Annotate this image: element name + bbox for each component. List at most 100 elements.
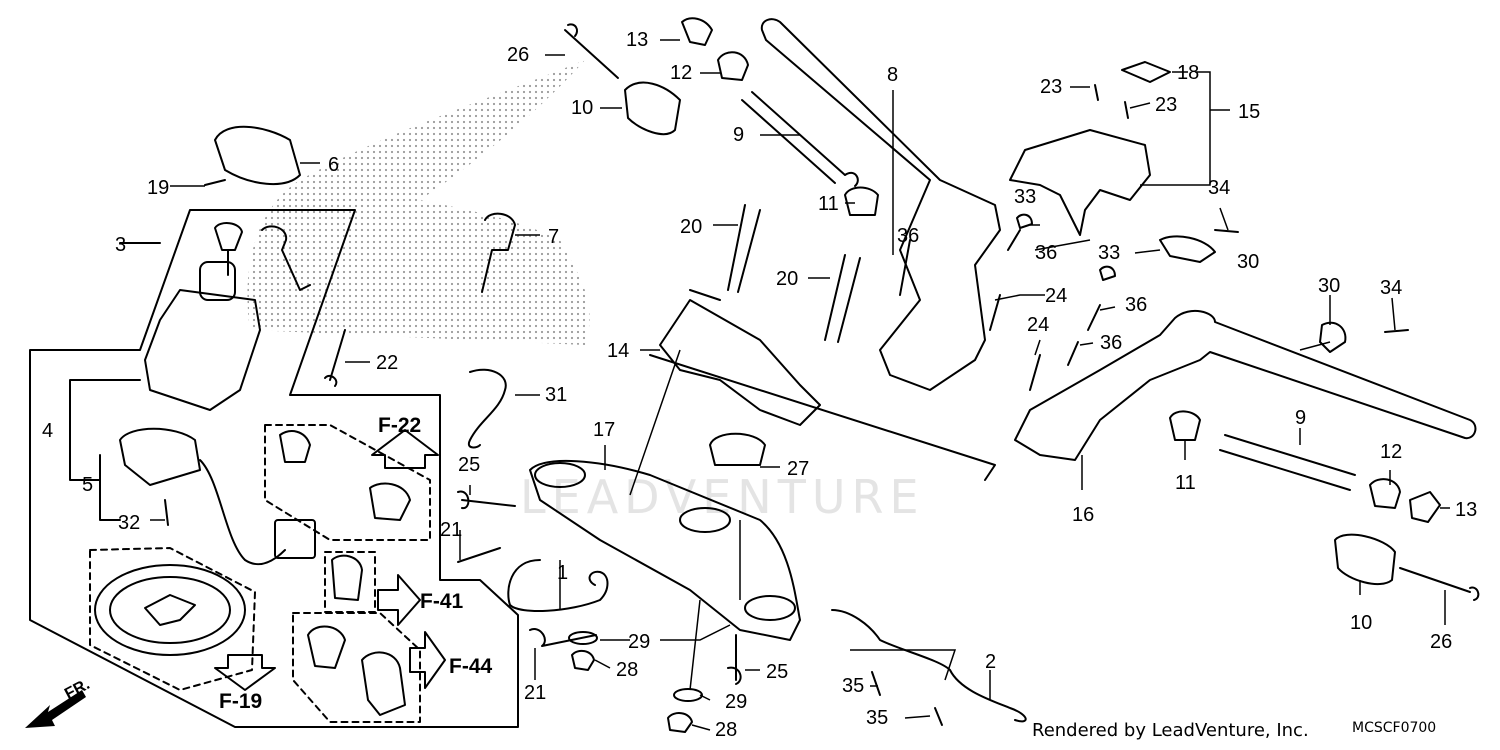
ref-f44[interactable]: F-44 — [449, 655, 493, 678]
callout-25-a[interactable]: 25 — [458, 454, 481, 476]
part-29-washer-b — [673, 688, 703, 702]
part-key-a — [214, 222, 243, 276]
callout-11-bottom[interactable]: 11 — [1175, 472, 1196, 494]
part-36-bolt-a — [899, 239, 911, 296]
callout-16[interactable]: 16 — [1072, 504, 1095, 526]
part-3-ignition-switch — [144, 289, 261, 411]
callout-1[interactable]: 1 — [557, 562, 569, 584]
fr-arrow — [25, 690, 86, 728]
part-19-screw — [204, 179, 226, 186]
part-22-bolt — [324, 329, 346, 387]
part-26-bolt-lower — [1399, 567, 1480, 601]
part-26-bolt — [564, 23, 619, 79]
callout-13-top[interactable]: 13 — [626, 29, 649, 51]
callout-19[interactable]: 19 — [147, 177, 170, 199]
callout-12-bottom[interactable]: 12 — [1380, 441, 1403, 463]
callout-31[interactable]: 31 — [545, 384, 568, 406]
part-35-bolt-b — [934, 707, 943, 726]
watermark: LEADVENTURE — [520, 470, 925, 524]
honda-wing-emblem — [247, 60, 590, 345]
credit-text: Rendered by LeadVenture, Inc. — [1032, 720, 1309, 741]
part-17-top-bridge — [529, 459, 801, 641]
f19-arrow — [214, 654, 276, 691]
callout-25-b[interactable]: 25 — [766, 661, 789, 683]
ref-f19[interactable]: F-19 — [219, 690, 263, 713]
part-30-clamp-a — [1159, 235, 1216, 263]
part-10-weight-lower — [1334, 533, 1396, 585]
callout-35-a[interactable]: 35 — [842, 675, 865, 697]
callout-20-a[interactable]: 20 — [680, 216, 703, 238]
callout-10-bottom[interactable]: 10 — [1350, 612, 1373, 634]
part-28-nut-a — [571, 649, 595, 671]
part-12-nut-lower — [1369, 478, 1401, 509]
callout-12-top[interactable]: 12 — [670, 62, 693, 84]
part-25-bolt-b — [727, 634, 742, 685]
callout-14[interactable]: 14 — [607, 340, 630, 362]
callout-36-a[interactable]: 36 — [897, 225, 920, 247]
callout-24-b[interactable]: 24 — [1027, 314, 1050, 336]
callout-22[interactable]: 22 — [376, 352, 399, 374]
callout-35-b[interactable]: 35 — [866, 707, 889, 729]
callout-5[interactable]: 5 — [82, 474, 94, 496]
callout-36-d[interactable]: 36 — [1100, 332, 1123, 354]
callout-26-top[interactable]: 26 — [507, 44, 530, 66]
part-6-collar — [214, 125, 301, 186]
group-box-f44 — [292, 612, 421, 723]
callout-8[interactable]: 8 — [887, 64, 899, 86]
callout-3[interactable]: 3 — [115, 234, 127, 256]
callout-26-bottom[interactable]: 26 — [1430, 631, 1453, 653]
callout-27[interactable]: 27 — [787, 458, 810, 480]
callout-9-bottom[interactable]: 9 — [1295, 407, 1307, 429]
group-box-f22 — [264, 424, 431, 541]
part-25-bolt-a — [457, 490, 516, 510]
callout-9-top[interactable]: 9 — [733, 124, 745, 146]
callout-24-a[interactable]: 24 — [1045, 285, 1068, 307]
callout-33-b[interactable]: 33 — [1098, 242, 1121, 264]
callout-30-a[interactable]: 30 — [1237, 251, 1260, 273]
callout-34-b[interactable]: 34 — [1380, 277, 1403, 299]
callout-17[interactable]: 17 — [593, 419, 616, 441]
callout-32[interactable]: 32 — [118, 512, 141, 534]
callout-4[interactable]: 4 — [42, 420, 54, 442]
part-13-clip — [681, 17, 713, 46]
callout-29-a[interactable]: 29 — [628, 631, 651, 653]
callout-13-bottom[interactable]: 13 — [1455, 499, 1478, 521]
callout-11-top[interactable]: 11 — [818, 193, 839, 215]
part-f22-cap-b — [369, 482, 411, 521]
callout-33-a[interactable]: 33 — [1014, 186, 1037, 208]
callout-6[interactable]: 6 — [328, 154, 340, 176]
part-23-screw-b — [1124, 101, 1129, 119]
callout-21-a[interactable]: 21 — [440, 519, 463, 541]
part-7-key — [481, 212, 516, 293]
callout-23-b[interactable]: 23 — [1155, 94, 1178, 116]
f44-arrow — [409, 631, 446, 689]
part-5-switch — [119, 427, 201, 486]
ref-f22[interactable]: F-22 — [378, 414, 422, 437]
part-f44-cap-b — [361, 651, 406, 716]
callout-21-b[interactable]: 21 — [524, 682, 547, 704]
callout-10-top[interactable]: 10 — [571, 97, 594, 119]
callout-29-b[interactable]: 29 — [725, 691, 748, 713]
callout-23-a[interactable]: 23 — [1040, 76, 1063, 98]
part-12-nut — [717, 51, 749, 81]
part-14-plate — [659, 299, 821, 426]
part-9-rod-lower — [1219, 434, 1356, 491]
callout-2[interactable]: 2 — [985, 651, 997, 673]
callout-28-a[interactable]: 28 — [616, 659, 639, 681]
callout-15[interactable]: 15 — [1238, 101, 1261, 123]
callout-36-c[interactable]: 36 — [1125, 294, 1148, 316]
part-21-bolt-b — [529, 628, 597, 647]
part-8-handlebar — [760, 18, 1001, 391]
callout-34-a[interactable]: 34 — [1208, 177, 1231, 199]
f22-arrow — [371, 429, 439, 469]
callout-18[interactable]: 18 — [1177, 62, 1200, 84]
callout-28-b[interactable]: 28 — [715, 719, 738, 741]
callout-30-b[interactable]: 30 — [1318, 275, 1341, 297]
callout-7[interactable]: 7 — [548, 226, 560, 248]
part-f22-cap-a — [279, 430, 311, 463]
part-35-bolt-a — [871, 671, 881, 696]
callout-36-b[interactable]: 36 — [1035, 242, 1058, 264]
callout-20-b[interactable]: 20 — [776, 268, 799, 290]
ref-f41[interactable]: F-41 — [420, 590, 464, 613]
